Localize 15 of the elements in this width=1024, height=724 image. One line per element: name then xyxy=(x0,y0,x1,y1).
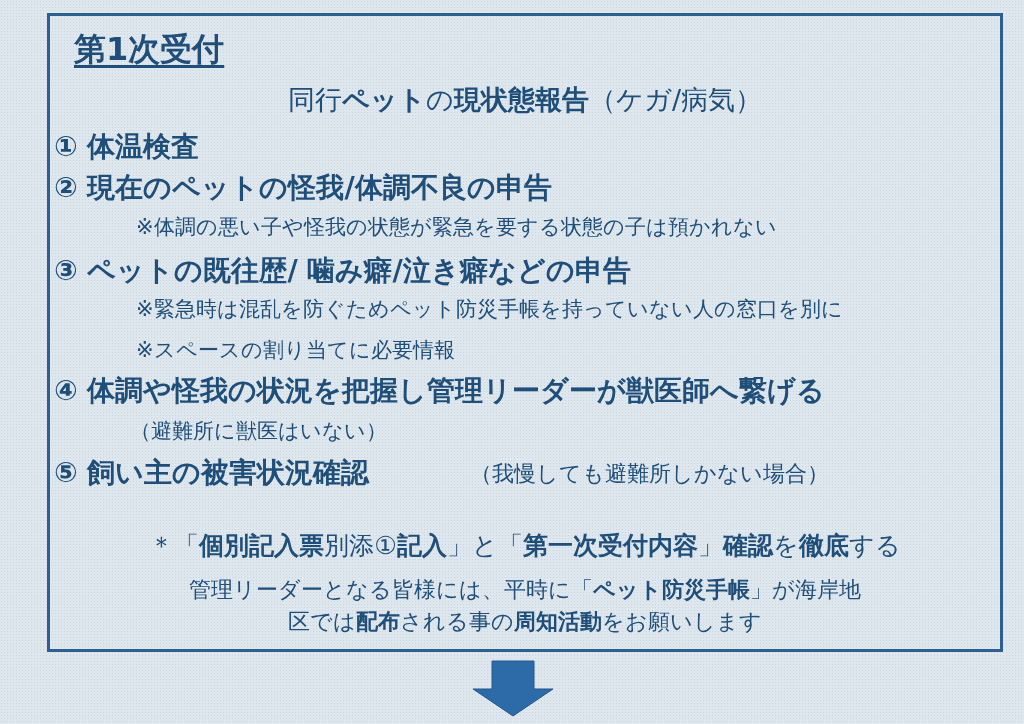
text-line: （我慢しても避難所しかない場合） xyxy=(470,461,829,488)
text-line: ④ 体調や怪我の状況を把握し管理リーダーが獣医師へ繋げる xyxy=(54,374,826,408)
text-line: 同行ペットの現状態報告（ケガ/病気） xyxy=(286,84,764,117)
heading: 第1次受付 xyxy=(74,30,225,69)
text-line: ① 体温検査 xyxy=(54,130,200,164)
text-line: （避難所に獣医はいない） xyxy=(130,419,387,445)
text-line: ② 現在のペットの怪我/体調不良の申告 xyxy=(54,171,552,205)
text-line: ＊「個別記入票別添①記入」と「第一次受付内容」確認を徹底する xyxy=(148,531,902,561)
text-line: ⑤ 飼い主の被害状況確認 xyxy=(54,456,370,490)
text-line: 管理リーダーとなる皆様には、平時に「ペット防災手帳」が海岸地区では配布される事の周知活動をお願いします xyxy=(188,576,862,636)
content-panel xyxy=(47,13,1003,652)
text-line: ※体調の悪い子や怪我の状態が緊急を要する状態の子は預かれない xyxy=(136,215,777,241)
text-line: ※スペースの割り当てに必要情報 xyxy=(136,338,455,364)
text-line: ※緊急時は混乱を防ぐためペット防災手帳を持っていない人の窓口を別に xyxy=(136,297,843,323)
text-line: ③ ペットの既往歴/ 噛み癖/泣き癖などの申告 xyxy=(54,254,631,288)
